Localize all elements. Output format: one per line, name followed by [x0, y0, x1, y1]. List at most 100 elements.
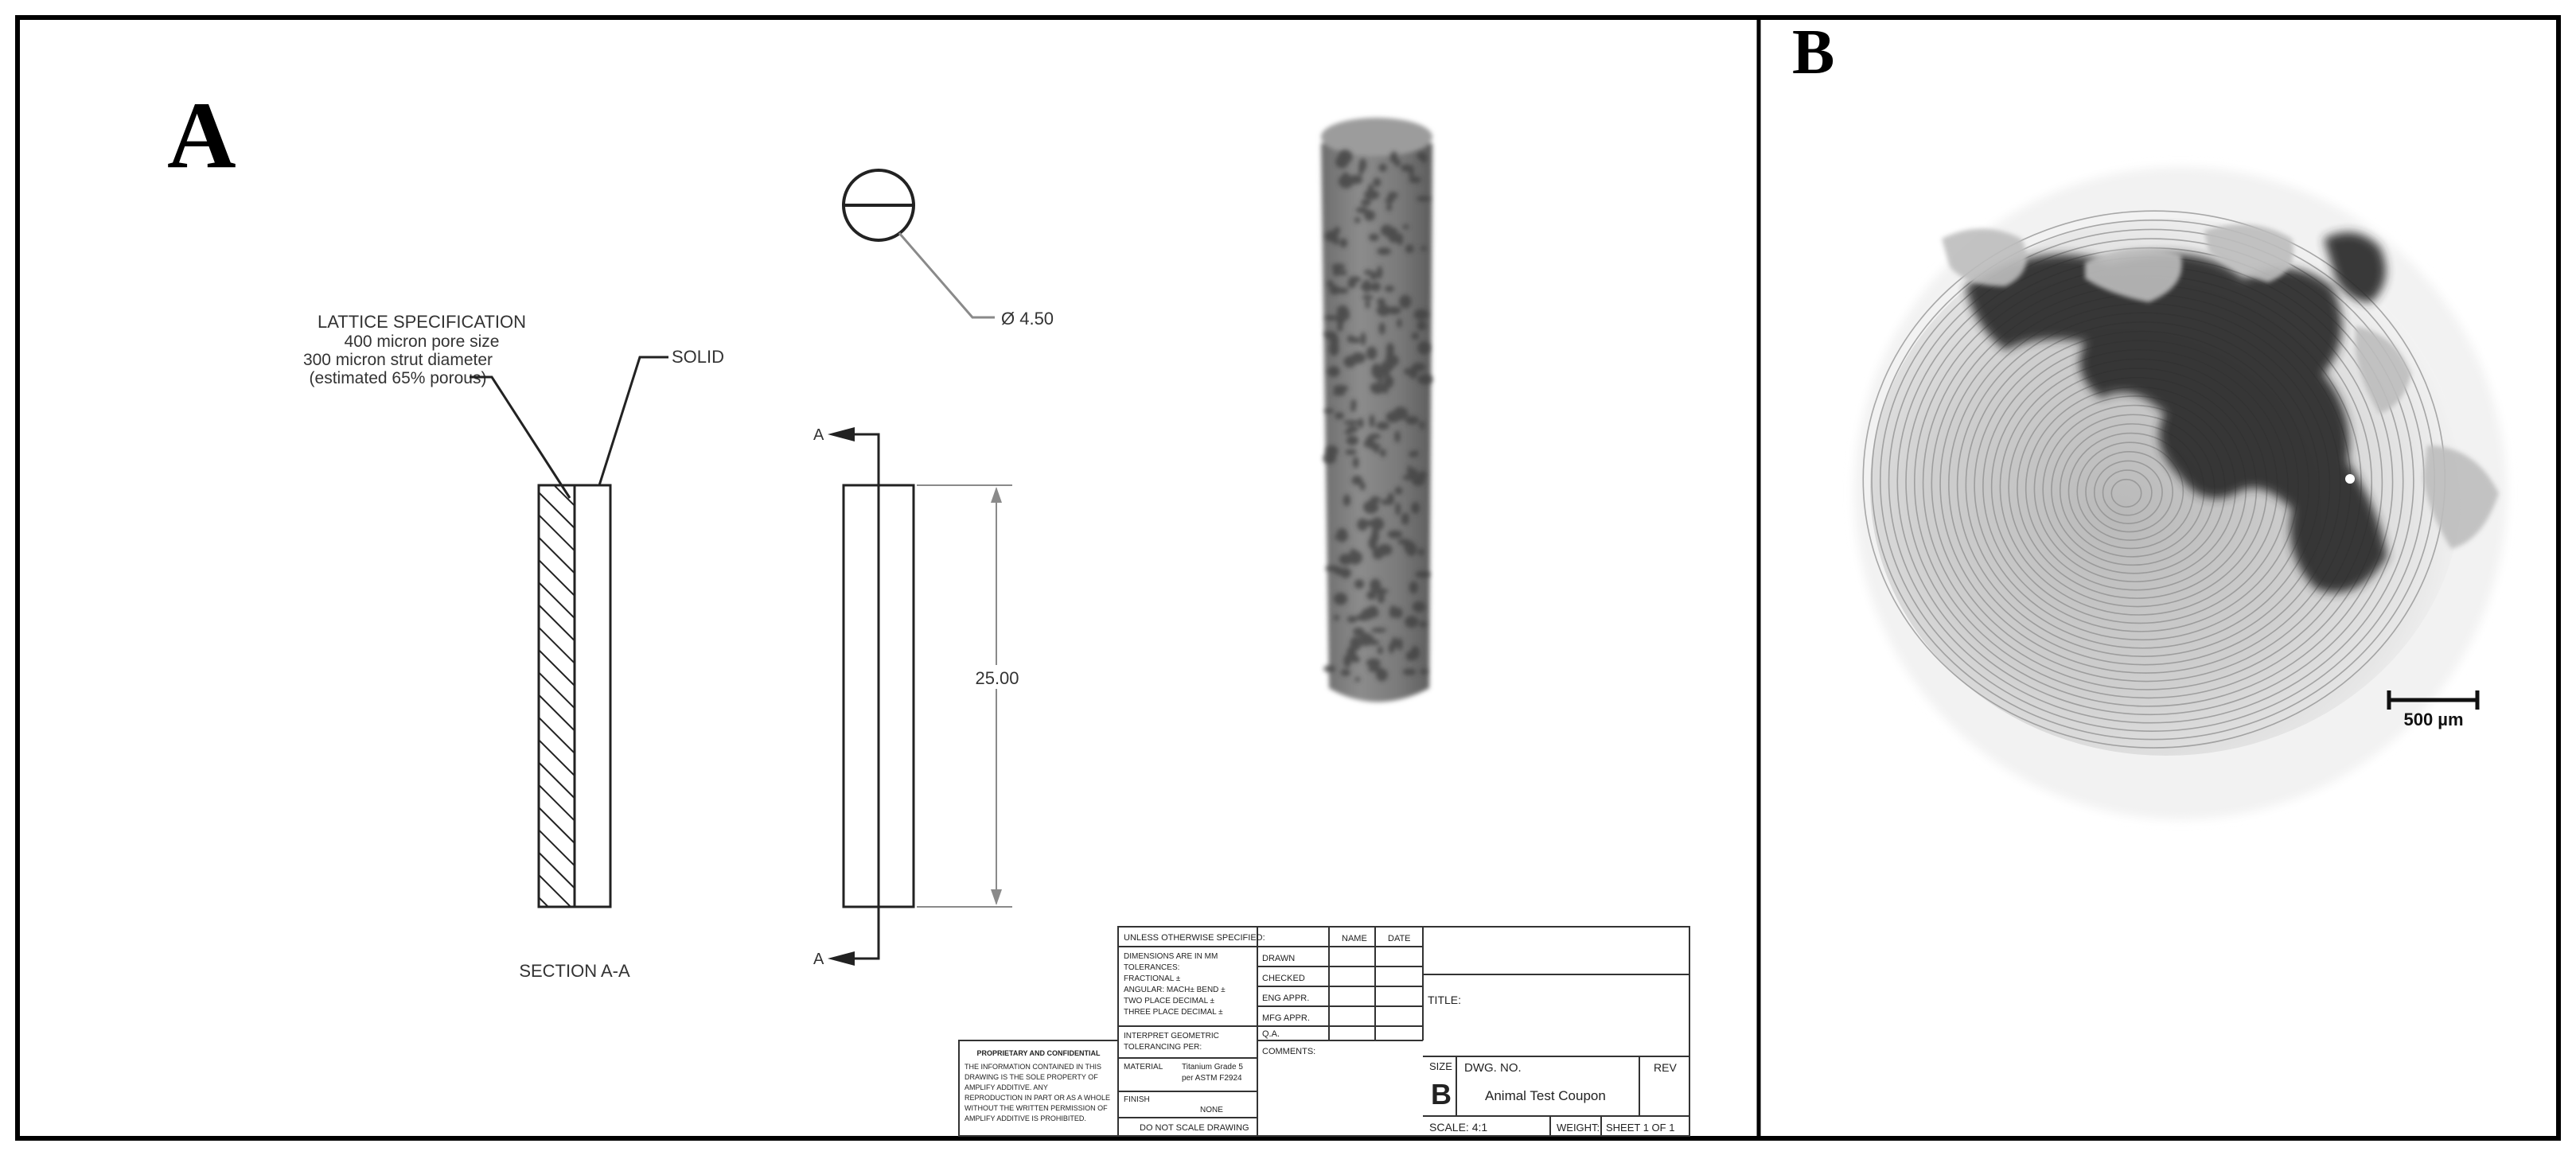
lattice-pore — [1393, 406, 1409, 420]
build-layer-ring — [2067, 432, 2195, 550]
cut-marker-top: A — [813, 426, 824, 444]
lattice-note-line-2: 400 micron pore size — [345, 333, 500, 351]
tb-tolerance-line-2: TOLERANCES: — [1124, 963, 1179, 972]
tb-unless-specified: UNLESS OTHERWISE SPECIFIED: — [1124, 933, 1265, 943]
lattice-pore — [1418, 548, 1424, 556]
lattice-pore — [1387, 306, 1401, 315]
tb-dwg-title: Animal Test Coupon — [1485, 1088, 1606, 1103]
tb-tolerance-line-5: TWO PLACE DECIMAL ± — [1124, 997, 1215, 1005]
lattice-pore — [1378, 322, 1385, 335]
lattice-pore — [1371, 528, 1379, 543]
panel-a: A LATTICE SPECIFICATION 400 micron pore … — [167, 82, 1690, 1137]
lattice-pore — [1356, 613, 1370, 621]
lattice-pore — [1405, 651, 1416, 661]
lattice-pore — [1339, 238, 1348, 248]
lattice-note-line-1: LATTICE SPECIFICATION — [318, 312, 526, 332]
diameter-leader-line — [898, 232, 995, 319]
lattice-pore — [1346, 335, 1354, 344]
lattice-pore — [1377, 247, 1391, 255]
title-block — [958, 926, 1690, 1137]
tb-row-drawn: DRAWN — [1262, 954, 1295, 963]
lattice-pore — [1385, 203, 1393, 212]
tb-tolerance-line-1: DIMENSIONS ARE IN MM — [1124, 952, 1218, 961]
lattice-pore — [1363, 500, 1379, 514]
lattice-pore — [1336, 528, 1348, 543]
lattice-pore — [1409, 164, 1414, 179]
tb-size-value: B — [1431, 1078, 1452, 1110]
lattice-pore — [1354, 579, 1365, 589]
solid-leader-line — [594, 356, 668, 499]
tb-tolerance-line-4: ANGULAR: MACH± BEND ± — [1124, 986, 1226, 994]
lattice-pore — [1350, 352, 1366, 364]
lattice-pore — [1358, 158, 1367, 172]
lattice-pore — [1377, 646, 1384, 655]
tb-row-checked: CHECKED — [1262, 974, 1305, 983]
lattice-pore — [1394, 430, 1401, 443]
lattice-pore — [1397, 539, 1411, 545]
lattice-pore — [1390, 151, 1398, 162]
solid-note: SOLID — [672, 347, 724, 367]
lattice-pore — [1325, 566, 1342, 572]
lattice-pore — [1335, 155, 1349, 169]
lattice-pore — [1387, 192, 1398, 199]
lattice-pore — [1405, 415, 1420, 425]
scale-bar-label: 500 µm — [2403, 710, 2463, 729]
highlight-speck — [2345, 474, 2355, 484]
coupon-3d-render — [1321, 118, 1433, 702]
lattice-pore — [1412, 362, 1426, 371]
tb-row-comments: COMMENTS: — [1262, 1047, 1315, 1056]
tb-finish-label: FINISH — [1124, 1095, 1150, 1104]
tb-proprietary-line-4: REPRODUCTION IN PART OR AS A WHOLE — [965, 1094, 1110, 1102]
panel-b: B — [1792, 18, 2507, 819]
lattice-pore — [1349, 174, 1363, 185]
cutting-plane-line — [836, 433, 880, 960]
length-dimension: 25.00 — [975, 668, 1019, 688]
section-caption: SECTION A-A — [519, 961, 630, 981]
tb-row-mfg-appr: MFG APPR. — [1262, 1013, 1310, 1023]
lattice-pore — [1345, 449, 1357, 455]
lattice-pore — [1367, 640, 1380, 646]
lattice-pore — [1397, 318, 1402, 329]
lattice-pore — [1405, 616, 1419, 628]
lattice-pore — [1376, 266, 1383, 279]
tb-interpret-1: INTERPRET GEOMETRIC — [1124, 1032, 1219, 1040]
lattice-pore — [1358, 418, 1364, 429]
lattice-pore — [1335, 412, 1345, 419]
lattice-pore — [1343, 494, 1351, 507]
tb-row-eng-appr: ENG APPR. — [1262, 994, 1309, 1003]
lattice-pore — [1350, 405, 1356, 412]
lattice-pore — [1417, 340, 1431, 355]
lattice-pore — [1329, 285, 1340, 295]
lattice-pore — [1370, 271, 1378, 281]
lattice-pore — [1337, 270, 1347, 276]
panel-a-label: A — [167, 82, 236, 188]
lattice-pore — [1417, 374, 1433, 385]
lattice-pore — [1419, 620, 1427, 628]
lattice-pore — [1346, 435, 1359, 445]
lattice-pore — [1412, 601, 1426, 613]
tb-scale-label: SCALE: 4:1 — [1429, 1121, 1487, 1134]
lattice-pore — [1420, 668, 1428, 675]
panel-b-label: B — [1792, 18, 1834, 88]
lattice-pore — [1383, 360, 1398, 367]
lattice-pore — [1323, 453, 1337, 464]
lattice-pore — [1360, 283, 1368, 290]
lattice-pore — [1333, 385, 1349, 392]
lattice-leader-line — [470, 375, 571, 499]
lattice-pore — [1350, 636, 1362, 651]
scale-bar: 500 µm — [2387, 690, 2480, 729]
lattice-pore — [1407, 465, 1413, 476]
lattice-pore — [1404, 542, 1417, 553]
lattice-pore — [1401, 164, 1411, 172]
lattice-pore — [1353, 627, 1365, 636]
tb-tolerance-line-3: FRACTIONAL ± — [1124, 974, 1181, 983]
lattice-pore — [1370, 496, 1381, 504]
lattice-pore — [1411, 502, 1421, 514]
lattice-pore — [1362, 294, 1374, 300]
side-view: A A 25.00 — [813, 426, 1022, 968]
lattice-pore — [1346, 616, 1358, 623]
lattice-pore — [1365, 299, 1370, 309]
lattice-pore — [1357, 518, 1369, 531]
cut-arrow-top-icon — [828, 427, 855, 441]
lattice-pore — [1337, 323, 1343, 333]
